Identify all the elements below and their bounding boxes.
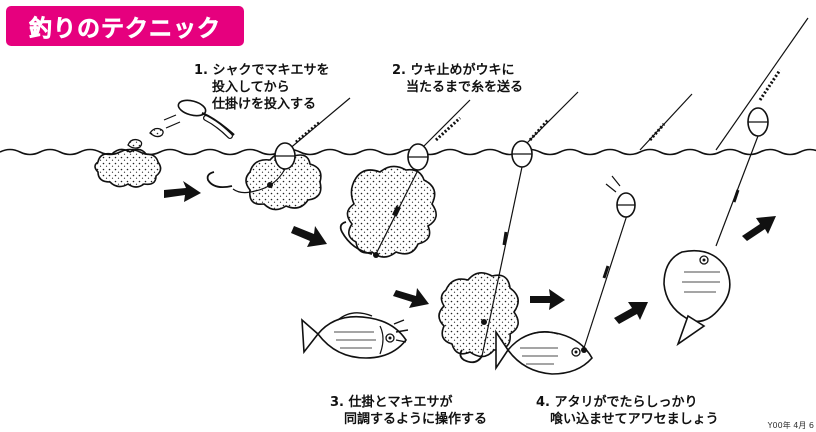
float-icon [511,140,533,168]
hook-icon [459,349,483,364]
step-3-caption: 3. 仕掛とマキエサが 同調するように操作する [330,394,487,428]
page-title: 釣りのテクニック [29,16,221,43]
ladle-icon [163,99,235,139]
step-1-line-3: 仕掛けを投入する [212,97,317,112]
step-2-caption: 2. ウキ止めがウキに 当たるまで糸を送る [392,62,523,96]
float-icon [407,143,429,171]
step-2-line-2: 当たるまで糸を送る [406,80,524,95]
chum-cloud-icon [94,148,162,188]
hook-icon [206,171,233,189]
float-icon [616,192,636,218]
arrow-right-icon [164,181,201,202]
chum-cloud-icon [346,165,437,258]
arrow-right-icon [291,226,327,247]
step-4-line-2: 喰い込ませてアワセましょう [550,412,719,427]
step-1-line-2: 投入してから [212,80,290,95]
title-banner: 釣りのテクニック [6,6,244,46]
step-3-line-2: 同調するように操作する [344,412,488,427]
float-icon [747,107,769,137]
fish-icon [663,249,731,347]
arrow-right-icon [393,288,429,308]
chum-flying [127,127,164,149]
step-1-line-1: 1. シャクでマキエサを [194,63,330,78]
arrow-right-icon [530,289,565,310]
step-4-caption: 4. アタリがでたらしっかり 喰い込ませてアワセましょう [536,394,719,428]
hook-icon [339,221,373,255]
step-2-line-1: 2. ウキ止めがウキに [392,63,515,78]
step-3-line-1: 3. 仕掛とマキエサが [330,395,453,410]
float-icon [274,142,296,170]
fish-icon [301,312,407,359]
arrow-right-icon [742,216,776,241]
chum-cloud-icon [438,272,519,358]
arrow-right-icon [614,302,648,324]
step-4-line-1: 4. アタリがでたらしっかり [536,395,698,410]
step-1-caption: 1. シャクでマキエサを 投入してから 仕掛けを投入する [194,62,330,113]
fish-icon [495,329,593,375]
credit-text: Y00年 4月 6 [767,421,814,430]
